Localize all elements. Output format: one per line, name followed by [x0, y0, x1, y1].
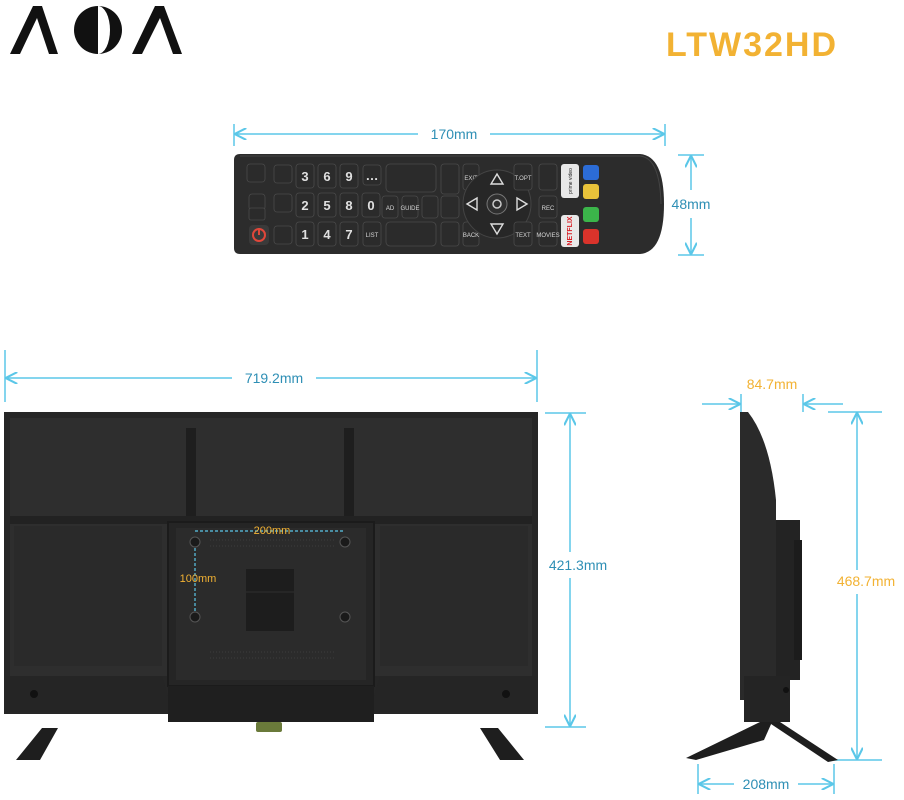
remote-movies-key: MOVIES	[536, 233, 559, 239]
remote-guide-key: GUIDE	[400, 206, 419, 212]
tv-screen-height-label: 421.3mm	[549, 557, 607, 573]
remote-number-key-label: 9	[345, 169, 352, 184]
tv-width-label: 719.2mm	[245, 370, 303, 386]
remote-rec-key: REC	[542, 206, 555, 212]
remote-number-key	[317, 192, 337, 218]
remote-number-key	[317, 163, 337, 189]
remote-topt-key: T.OPT	[514, 176, 531, 182]
remote-text-key: TEXT	[515, 233, 531, 239]
tv-back-view: 719.2mm 421.3mm	[4, 350, 607, 760]
remote-ad-key: AD	[386, 206, 395, 212]
remote-number-key-label: 7	[345, 227, 352, 242]
remote-number-key	[339, 192, 359, 218]
remote-number-key-label: 2	[301, 198, 308, 213]
remote-number-key	[295, 163, 315, 189]
remote-prime-video-button: prime video	[568, 168, 574, 194]
remote-number-key	[317, 221, 337, 247]
brand-logo	[10, 6, 182, 54]
remote-number-key-label: 6	[323, 169, 330, 184]
tv-side-view: 84.7mm 468.7mm 208mm	[686, 376, 895, 794]
stand-depth-label: 208mm	[743, 776, 790, 792]
remote-width-label: 170mm	[431, 126, 478, 142]
remote-number-key	[339, 221, 359, 247]
remote-exit-key: EXIT	[464, 176, 478, 182]
remote-number-key	[361, 192, 381, 218]
remote-list-key: LIST	[366, 233, 379, 239]
remote-number-key-label: 4	[323, 227, 331, 242]
remote-number-key-label: 3	[301, 169, 308, 184]
remote-height-label: 48mm	[672, 196, 711, 212]
remote-more-key: …	[366, 168, 379, 183]
remote-number-key-label: 1	[301, 227, 308, 242]
vesa-horizontal-label: 200mm	[254, 525, 291, 537]
remote-number-key	[295, 192, 315, 218]
remote-number-key	[295, 221, 315, 247]
remote-number-key	[339, 163, 359, 189]
remote-number-key-label: 5	[323, 198, 330, 213]
tv-depth-label: 84.7mm	[747, 376, 798, 392]
remote-netflix-button: NETFLIX	[567, 216, 574, 245]
remote-back-key: BACK	[463, 233, 479, 239]
remote-number-key-label: 8	[345, 198, 352, 213]
remote-number-key-label: 0	[367, 198, 374, 213]
tv-total-height-label: 468.7mm	[837, 573, 895, 589]
model-number: LTW32HD	[665, 26, 838, 64]
vesa-vertical-label: 100mm	[180, 573, 217, 585]
